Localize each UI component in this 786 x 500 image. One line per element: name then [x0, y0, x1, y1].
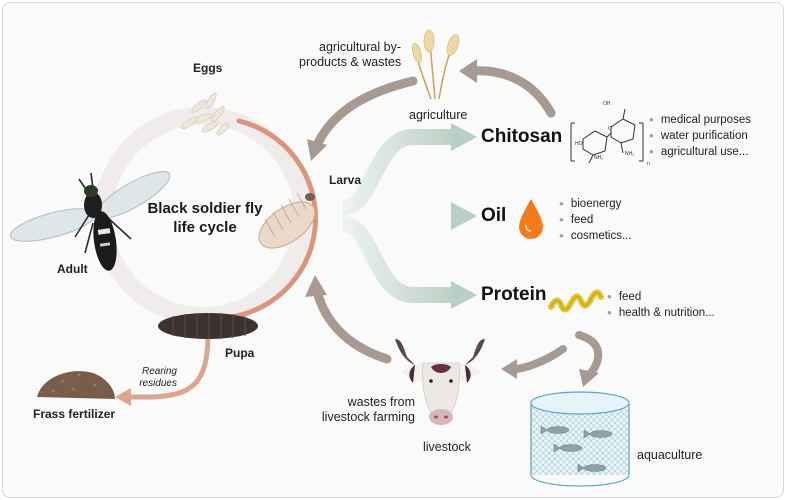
list-item: water purification — [649, 128, 751, 144]
oil-arrowhead — [451, 202, 477, 230]
agriculture-label: agriculture — [409, 108, 468, 122]
protein-to-livestock-arrow — [509, 345, 567, 373]
protein-uses-list: feed health & nutrition... — [607, 289, 715, 321]
cow-illustration — [395, 339, 485, 425]
lifecycle-arc — [228, 118, 319, 320]
list-item: health & nutrition... — [607, 305, 715, 321]
chitosan-molecule-atoms: OH HO NH₂ NH₂ On — [575, 101, 650, 167]
chitosan-shaft — [341, 129, 453, 216]
lifecycle-title: Black soldier fly life cycle — [139, 199, 271, 237]
frass-heap-illustration — [37, 371, 115, 399]
oil-uses-list: bioenergy feed cosmetics... — [559, 196, 632, 244]
stage-label-pupa: Pupa — [225, 346, 255, 360]
svg-text:NH₂: NH₂ — [594, 155, 603, 161]
protein-arrowhead — [451, 281, 477, 309]
lifecycle-title-line2: life cycle — [173, 219, 237, 236]
livestock-label: livestock — [423, 440, 471, 454]
aquaculture-tank-illustration — [530, 391, 630, 487]
svg-text:NH₂: NH₂ — [625, 151, 634, 157]
frass-fertilizer-label: Frass fertilizer — [33, 407, 116, 421]
rearing-residues-line1: Rearing — [141, 366, 177, 377]
svg-text:O: O — [608, 126, 612, 132]
larva-illustration — [258, 192, 316, 249]
livestock-wastes-line1: wastes from — [347, 395, 415, 409]
product-protein-label: Protein — [481, 284, 547, 305]
stage-label-adult: Adult — [57, 262, 88, 276]
protein-coil-outline — [550, 292, 602, 310]
chitosan-to-agri-arrow — [468, 66, 556, 118]
agri-wastes-line1: agricultural by- — [319, 40, 401, 54]
agri-to-larva-arrow — [313, 76, 418, 148]
protein-to-aqua-arrow — [575, 331, 603, 379]
product-oil-label: Oil — [481, 205, 507, 226]
pupa-illustration — [158, 313, 258, 339]
product-chitosan-label: Chitosan — [481, 126, 563, 147]
list-item: cosmetics... — [559, 228, 632, 244]
eggs-illustration — [181, 92, 230, 136]
diagram-graphics: OH HO NH₂ NH₂ On — [9, 29, 650, 487]
svg-text:HO: HO — [575, 141, 583, 147]
svg-text:n: n — [647, 161, 650, 167]
chitosan-uses-list: medical purposes water purification agri… — [649, 112, 751, 160]
chitosan-arrowhead — [451, 123, 477, 151]
frass-path — [124, 330, 211, 400]
livestock-wastes-line2: livestock farming — [321, 410, 415, 424]
frass-arrowhead — [115, 388, 131, 406]
rearing-residues-label: Rearing residues — [123, 366, 177, 390]
livestock-to-larva-arrow — [312, 286, 392, 364]
oil-drop-icon — [519, 199, 543, 239]
livestock-wastes-label: wastes from livestock farming — [309, 395, 415, 425]
svg-text:OH: OH — [603, 101, 611, 107]
lifecycle-title-line1: Black soldier fly — [147, 200, 263, 217]
list-item: medical purposes — [649, 112, 751, 128]
stage-label-eggs: Eggs — [193, 61, 223, 75]
adult-fly-illustration — [9, 171, 171, 271]
list-item: feed — [607, 289, 715, 305]
protein-shaft — [341, 216, 453, 303]
stage-label-larva: Larva — [329, 173, 362, 187]
agri-wastes-label: agricultural by- products & wastes — [299, 40, 401, 70]
chitosan-molecule-illustration — [570, 108, 644, 164]
wheat-ears — [412, 29, 460, 64]
agri-wastes-line2: products & wastes — [299, 55, 402, 69]
list-item: agricultural use... — [649, 144, 751, 160]
aquaculture-label: aquaculture — [637, 448, 703, 462]
rearing-residues-line2: residues — [139, 378, 177, 389]
list-item: bioenergy — [559, 196, 632, 212]
list-item: feed — [559, 212, 632, 228]
